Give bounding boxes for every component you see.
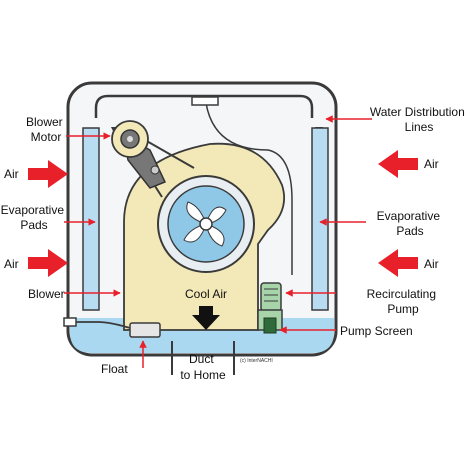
air-arrow-left-bottom (28, 249, 68, 277)
blower-hub (199, 217, 213, 231)
cool-air-arrow (192, 306, 220, 330)
air-arrow-right-top (378, 150, 418, 178)
label-cool-air: Cool Air (185, 287, 227, 301)
water-distribution-line (94, 94, 314, 118)
tensioner-bolt (150, 165, 160, 175)
label-recirculating-pump: Recirculating Pump (367, 287, 440, 316)
label-air-left-bottom: Air (4, 257, 19, 271)
label-blower-motor: Blower Motor (26, 115, 66, 144)
air-arrow-left-top (28, 160, 68, 188)
motor-shaft (127, 136, 133, 142)
label-pump-screen: Pump Screen (340, 324, 413, 338)
label-evap-left: Evaporative Pads (1, 203, 68, 232)
label-air-right-top: Air (424, 157, 439, 171)
pump-ribs (264, 288, 278, 302)
evaporative-pad-left (82, 127, 100, 311)
recirculating-pump-top (260, 282, 282, 312)
label-air-left-top: Air (4, 167, 19, 181)
pump-screen (263, 317, 277, 334)
float-arm (70, 321, 131, 329)
water-feed-line (205, 102, 293, 275)
label-water-distribution: Water Distribution Lines (370, 105, 468, 134)
copyright-notice: (c) InterNACHI (240, 358, 273, 364)
float-valve (63, 317, 77, 327)
label-air-right-bottom: Air (424, 257, 439, 271)
label-duct: Duct to Home (180, 352, 226, 382)
label-blower: Blower (28, 287, 65, 301)
label-float: Float (101, 362, 128, 376)
evaporative-pad-right (311, 127, 329, 311)
float (129, 322, 161, 338)
air-arrow-right-bottom (378, 249, 418, 277)
label-evap-right: Evaporative Pads (377, 209, 444, 238)
distribution-fitting (191, 96, 219, 106)
